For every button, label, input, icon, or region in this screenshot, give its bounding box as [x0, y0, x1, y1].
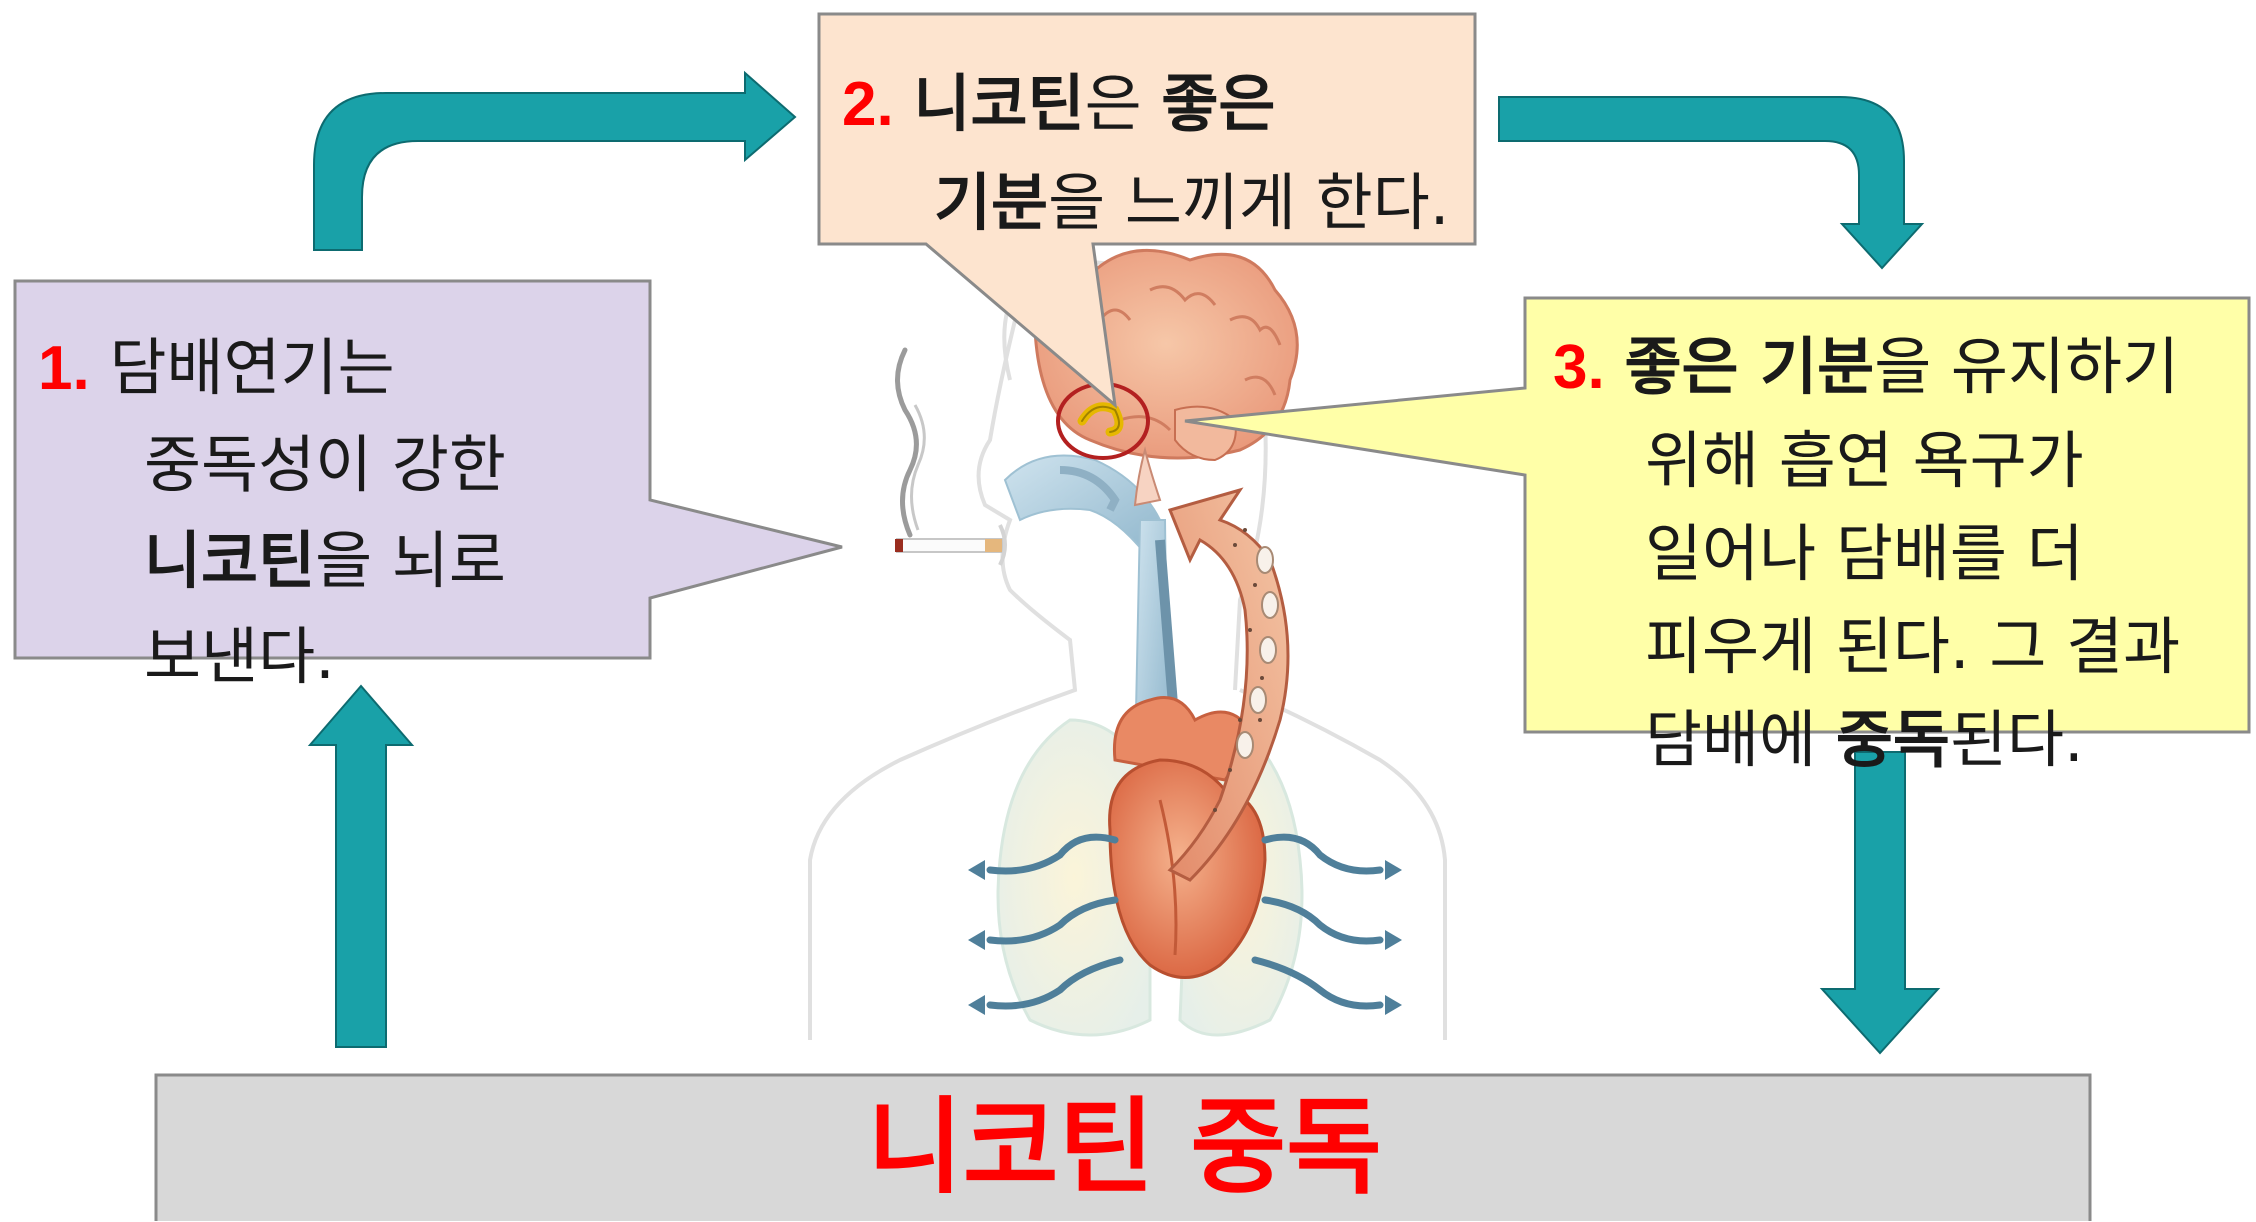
- step3-number: 3.: [1553, 333, 1605, 402]
- step1-line3-rest: 을 뇌로: [315, 524, 506, 597]
- step3-line3: 일어나 담배를 더: [1553, 507, 2180, 600]
- step1-line4: 보낸다.: [38, 609, 506, 705]
- arrow-step2-to-step3: [1499, 97, 1922, 268]
- step1-number: 1.: [38, 334, 90, 403]
- step1-line1: 1. 담배연기는: [38, 320, 506, 417]
- step2-line1-mid: 은: [1085, 67, 1162, 140]
- step1-line3-bold: 니코틴: [144, 524, 315, 597]
- step3-line1-rest: 을 유지하기: [1874, 330, 2179, 403]
- arrow-step3-to-result: [1822, 752, 1938, 1053]
- step1-line2: 중독성이 강한: [38, 417, 506, 513]
- step2-text: 2. 니코틴은 좋은 기분을 느끼게 한다.: [842, 55, 1449, 252]
- step3-line4: 피우게 된다. 그 결과: [1553, 600, 2180, 693]
- result-label: 니코틴 중독: [162, 1072, 2087, 1222]
- arrow-step1-to-step2: [314, 73, 795, 250]
- step2-line1-bold-b: 좋은: [1161, 67, 1275, 140]
- step2-line2-bold: 기분: [934, 166, 1048, 239]
- step3-line1: 3. 좋은 기분을 유지하기: [1553, 320, 2180, 414]
- step3-text: 3. 좋은 기분을 유지하기 위해 흡연 욕구가 일어나 담배를 더 피우게 된…: [1553, 320, 2180, 786]
- step3-line5-pre: 담배에: [1645, 703, 1836, 776]
- step2-line2-rest: 을 느끼게 한다.: [1048, 166, 1449, 239]
- step1-line1-text: 담배연기는: [109, 331, 394, 404]
- cigarette-icon: [895, 539, 1002, 552]
- step3-line1-bold: 좋은 기분: [1624, 330, 1874, 403]
- step3-line5: 담배에 중독된다.: [1553, 693, 2180, 786]
- step1-line3: 니코틴을 뇌로: [38, 513, 506, 609]
- step3-line5-rest: 된다.: [1950, 703, 2084, 776]
- step3-line2: 위해 흡연 욕구가: [1553, 414, 2180, 507]
- step3-line5-bold: 중독: [1836, 703, 1950, 776]
- step1-text: 1. 담배연기는 중독성이 강한 니코틴을 뇌로 보낸다.: [38, 320, 506, 705]
- arrow-result-to-step1: [310, 686, 412, 1047]
- step2-line2: 기분을 느끼게 한다.: [842, 154, 1449, 252]
- step2-line1-bold-a: 니코틴: [913, 67, 1084, 140]
- step2-number: 2.: [842, 70, 894, 139]
- step2-line1: 2. 니코틴은 좋은: [842, 55, 1449, 154]
- body-illustration: [810, 250, 1445, 1040]
